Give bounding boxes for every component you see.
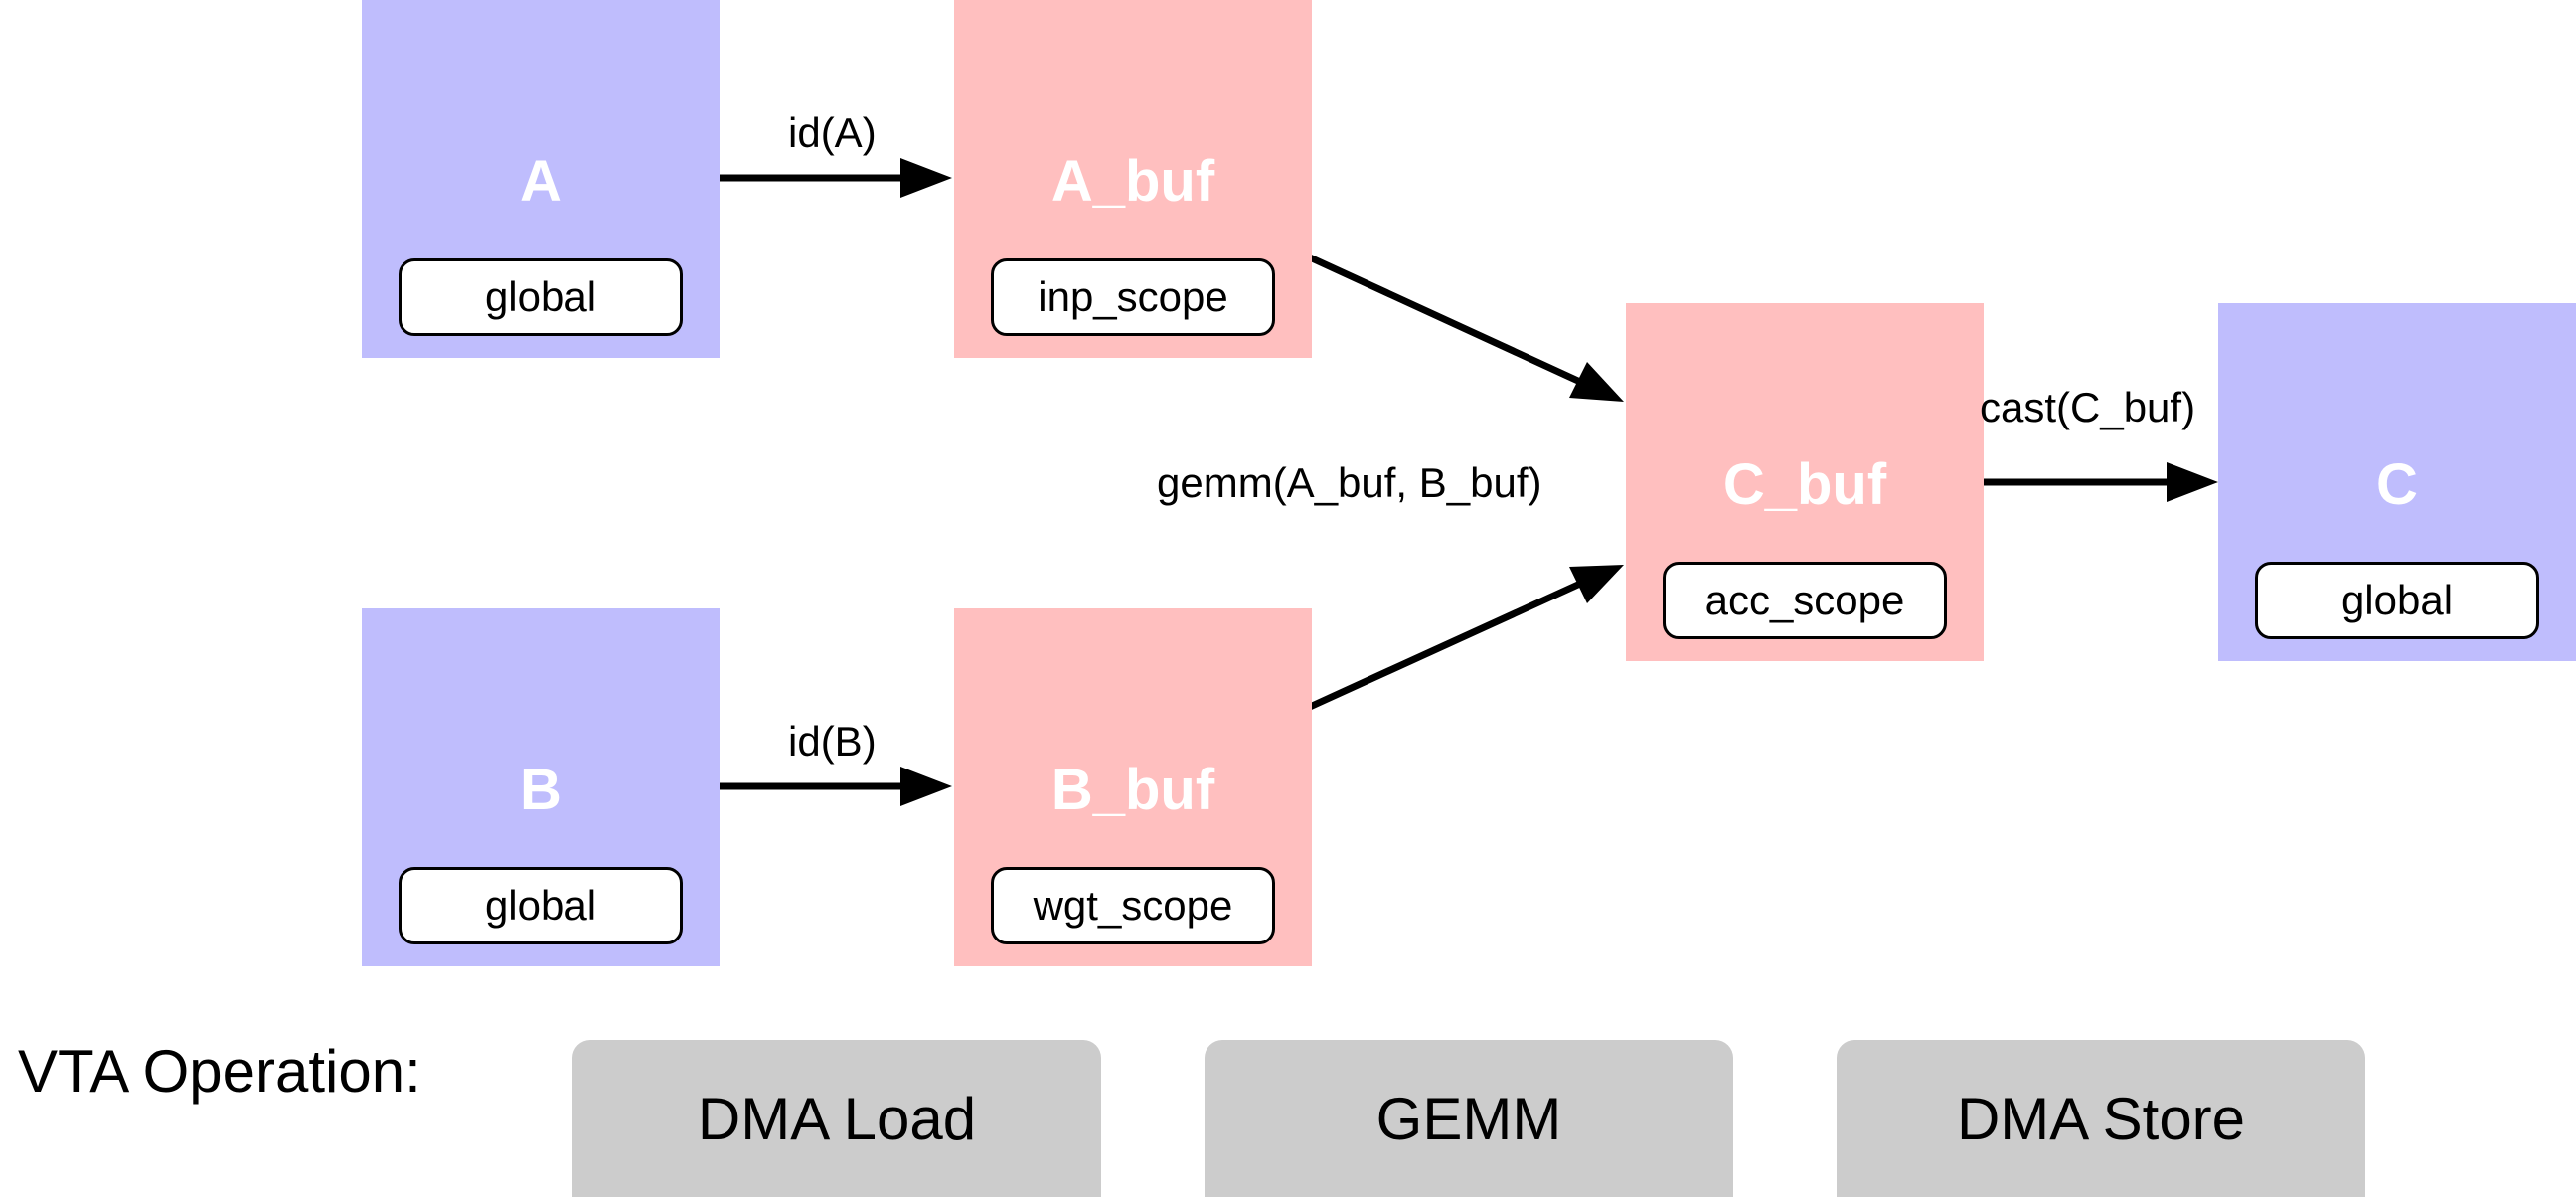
arrowhead-c-buf-to-c xyxy=(2167,462,2218,502)
arrowhead-a-to-a-buf xyxy=(900,158,952,198)
node-b: B global xyxy=(362,608,720,966)
node-c-buf-title: C_buf xyxy=(1722,452,1887,517)
node-b-buf-title: B_buf xyxy=(1050,758,1215,822)
edge-label-cast: cast(C_buf) xyxy=(1980,384,2196,430)
edge-label-id-a: id(A) xyxy=(788,109,877,156)
arrowhead-b-to-b-buf xyxy=(900,767,952,806)
node-a-buf: A_buf inp_scope xyxy=(954,0,1312,358)
node-c: C global xyxy=(2218,303,2576,661)
edge-b-buf-to-c-buf xyxy=(1308,580,1582,711)
arrowhead-a-buf-to-c-buf xyxy=(1569,362,1624,402)
edge-a-buf-to-c-buf xyxy=(1308,254,1582,386)
node-a-buf-scope: inp_scope xyxy=(991,258,1275,336)
node-b-title: B xyxy=(520,758,562,822)
node-b-buf-scope: wgt_scope xyxy=(991,867,1275,944)
node-c-buf: C_buf acc_scope xyxy=(1626,303,1984,661)
node-a: A global xyxy=(362,0,720,358)
node-a-buf-title: A_buf xyxy=(1050,149,1215,214)
operation-gemm: GEMM xyxy=(1205,1040,1733,1197)
node-c-buf-scope: acc_scope xyxy=(1663,562,1947,639)
node-c-title: C xyxy=(2376,452,2418,517)
node-a-scope: global xyxy=(399,258,683,336)
operation-dma-store: DMA Store xyxy=(1837,1040,2365,1197)
edge-label-gemm: gemm(A_buf, B_buf) xyxy=(1157,459,1542,506)
operation-dma-load: DMA Load xyxy=(572,1040,1101,1197)
arrowhead-b-buf-to-c-buf xyxy=(1569,565,1624,603)
node-b-scope: global xyxy=(399,867,683,944)
node-b-buf: B_buf wgt_scope xyxy=(954,608,1312,966)
node-c-scope: global xyxy=(2255,562,2539,639)
edge-label-id-b: id(B) xyxy=(788,718,877,765)
vta-operation-title: VTA Operation: xyxy=(18,1038,421,1105)
node-a-title: A xyxy=(520,149,562,214)
